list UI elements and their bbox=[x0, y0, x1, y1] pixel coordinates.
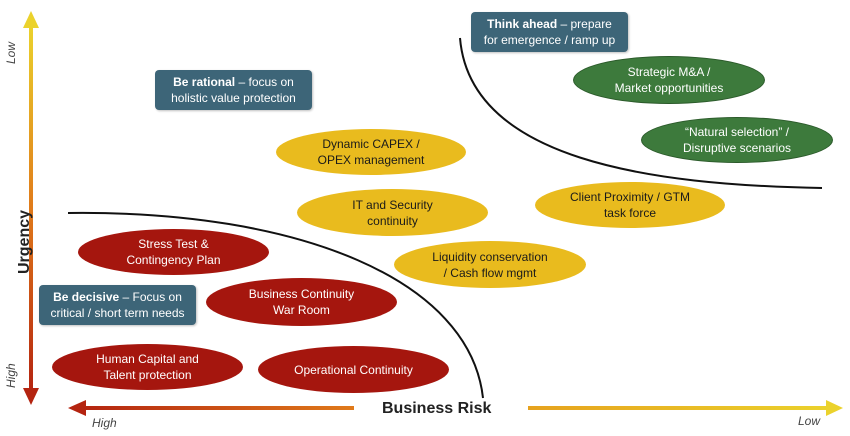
be-rational-rest: – focus on bbox=[235, 75, 294, 89]
think-ahead-bold: Think ahead bbox=[487, 17, 558, 31]
upper-boundary-curve bbox=[459, 37, 823, 189]
be-decisive-line2: critical / short term needs bbox=[50, 306, 185, 320]
y-axis-title: Urgency bbox=[16, 209, 33, 274]
x-axis-bar-left bbox=[82, 406, 354, 410]
be-rational-bold: Be rational bbox=[173, 75, 236, 89]
y-axis-arrow-bottom bbox=[23, 388, 39, 405]
stress-test-ellipse: Stress Test &Contingency Plan bbox=[78, 229, 269, 275]
y-axis-arrow-top bbox=[23, 11, 39, 28]
lower-boundary-curve bbox=[67, 211, 484, 399]
strategic-ma-ellipse: Strategic M&A /Market opportunities bbox=[573, 56, 765, 104]
x-axis-arrow-left bbox=[68, 400, 86, 416]
dynamic-capex-ellipse: Dynamic CAPEX /OPEX management bbox=[276, 129, 466, 175]
y-axis-high-label: High bbox=[4, 363, 18, 388]
be-decisive-rest: – Focus on bbox=[119, 290, 182, 304]
x-axis-low-label: Low bbox=[798, 414, 821, 428]
be-rational-box: Be rational – focus on holistic value pr… bbox=[155, 70, 312, 110]
be-decisive-bold: Be decisive bbox=[53, 290, 120, 304]
natural-selection-ellipse: “Natural selection” /Disruptive scenario… bbox=[641, 117, 833, 163]
think-ahead-line2: for emergence / ramp up bbox=[483, 33, 616, 47]
x-axis-high-label: High bbox=[92, 416, 117, 430]
be-rational-line2: holistic value protection bbox=[171, 91, 296, 105]
y-axis-bar bbox=[29, 26, 33, 392]
liquidity-ellipse: Liquidity conservation/ Cash flow mgmt bbox=[394, 241, 586, 288]
think-ahead-rest: – prepare bbox=[557, 17, 612, 31]
think-ahead-box: Think ahead – prepare for emergence / ra… bbox=[471, 12, 628, 52]
y-axis-low-label: Low bbox=[4, 41, 18, 64]
be-decisive-box: Be decisive – Focus on critical / short … bbox=[39, 285, 196, 325]
x-axis-bar-right bbox=[528, 406, 830, 410]
operational-continuity-ellipse: Operational Continuity bbox=[258, 346, 449, 393]
x-axis-arrow-right bbox=[826, 400, 843, 416]
x-axis-title: Business Risk bbox=[382, 400, 492, 417]
